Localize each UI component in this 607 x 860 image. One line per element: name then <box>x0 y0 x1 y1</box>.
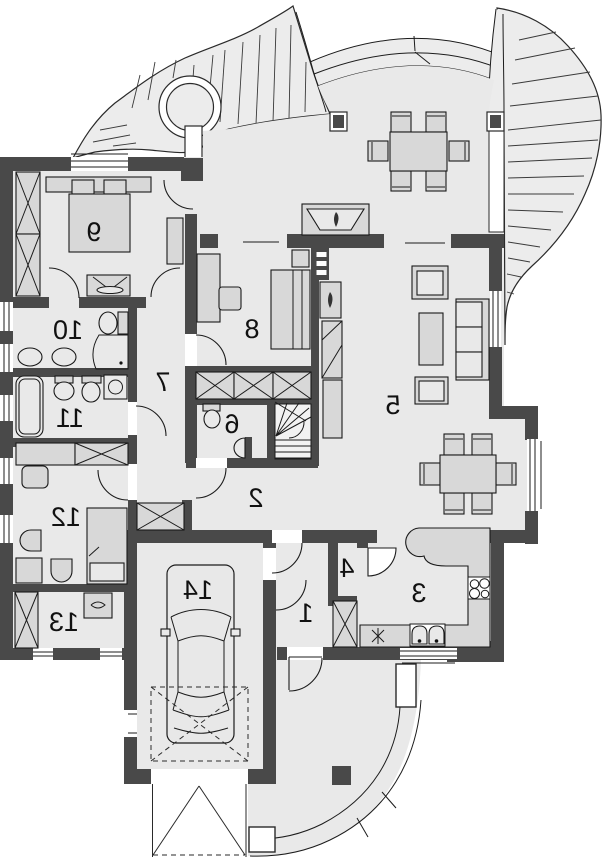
svg-text:7: 7 <box>155 367 170 397</box>
svg-text:2: 2 <box>248 483 263 513</box>
svg-text:10: 10 <box>53 315 83 345</box>
svg-text:5: 5 <box>385 390 400 420</box>
svg-text:6: 6 <box>224 409 239 439</box>
svg-text:11: 11 <box>56 403 84 433</box>
svg-text:1: 1 <box>298 598 313 628</box>
svg-text:8: 8 <box>244 314 259 344</box>
svg-text:13: 13 <box>49 607 79 637</box>
svg-text:4: 4 <box>339 553 354 583</box>
svg-text:14: 14 <box>183 575 213 605</box>
svg-text:3: 3 <box>411 578 426 608</box>
svg-text:9: 9 <box>86 217 101 247</box>
svg-text:12: 12 <box>51 502 81 532</box>
